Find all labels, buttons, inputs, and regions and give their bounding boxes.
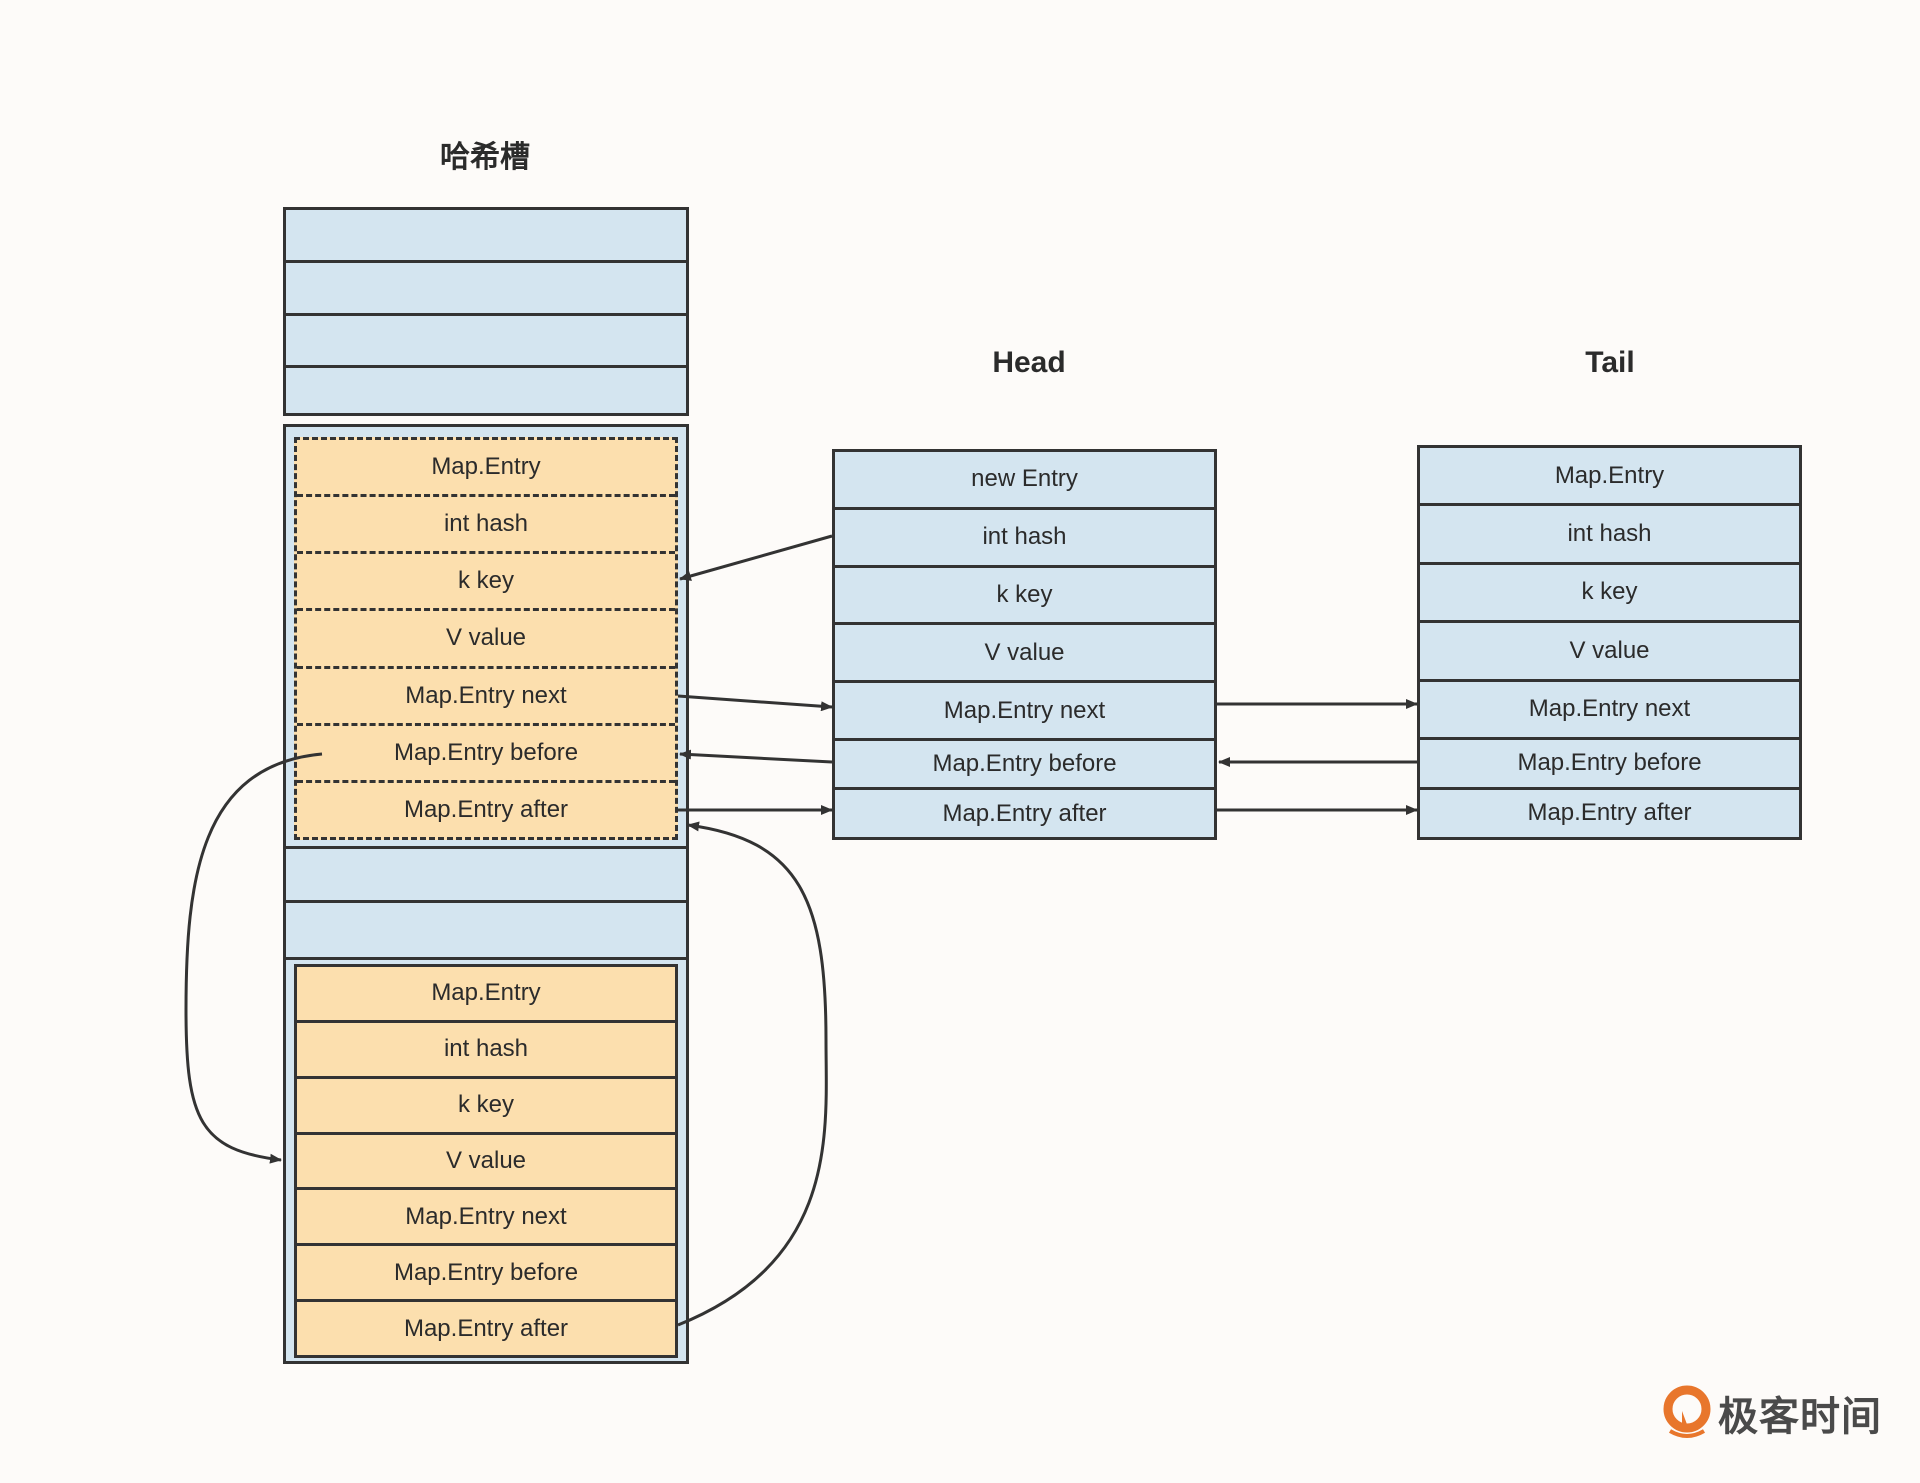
logo-text: 极客时间 <box>1718 1395 1882 1439</box>
entry-field: Map.Entry after <box>297 1299 675 1355</box>
geektime-logo: 极客时间 <box>1662 1385 1882 1441</box>
head-title: Head <box>992 346 1066 379</box>
hash-slot <box>283 846 689 903</box>
entry-field: Map.Entry next <box>297 665 675 723</box>
entry-field: V value <box>297 1131 675 1188</box>
node-field: Map.Entry before <box>835 737 1214 788</box>
node-field: V value <box>1420 620 1799 678</box>
entry-field: Map.Entry <box>431 979 541 1007</box>
node-field: k key <box>835 564 1214 623</box>
node-field: Map.Entry next <box>835 680 1214 738</box>
tail-node: Map.Entry int hash k key V value Map.Ent… <box>1417 445 1802 840</box>
entry-field: int hash <box>297 494 675 551</box>
entry-field: k key <box>297 551 675 608</box>
entry-field: Map.Entry after <box>297 779 675 837</box>
hash-slot-entry-2: Map.Entry int hash k key V value Map.Ent… <box>294 964 678 1358</box>
hash-slot <box>283 313 689 368</box>
arrow-entry-next-to-head-next <box>677 694 833 712</box>
geektime-logo-icon <box>1663 1385 1711 1438</box>
hash-slot <box>283 900 689 960</box>
entry-field: k key <box>297 1075 675 1132</box>
node-field: Map.Entry next <box>1420 678 1799 737</box>
entry-field: Map.Entry <box>431 453 541 481</box>
node-field: int hash <box>1420 503 1799 561</box>
entry-field: Map.Entry before <box>297 1243 675 1299</box>
hash-slot <box>283 207 689 263</box>
node-field: new Entry <box>971 465 1078 493</box>
tail-title: Tail <box>1585 346 1635 379</box>
hash-slot <box>283 260 689 316</box>
arrow-head-hash-to-entry-key <box>679 534 833 581</box>
arrow-entry2-after-to-entry1-after <box>677 821 828 1327</box>
entry-field: Map.Entry before <box>297 722 675 780</box>
head-node: new Entry int hash k key V value Map.Ent… <box>832 449 1217 840</box>
hash-slot <box>283 365 689 416</box>
node-field: int hash <box>835 506 1214 565</box>
node-field: Map.Entry after <box>1420 786 1799 837</box>
node-field: V value <box>835 622 1214 680</box>
entry-field: V value <box>297 608 675 665</box>
entry-field: Map.Entry next <box>297 1187 675 1243</box>
hash-slots-title: 哈希槽 <box>440 141 530 174</box>
node-field: Map.Entry before <box>1420 736 1799 787</box>
node-field: Map.Entry after <box>835 787 1214 837</box>
node-field: k key <box>1420 561 1799 620</box>
hash-slot-entry-1: Map.Entry int hash k key V value Map.Ent… <box>294 437 678 840</box>
arrow-head-before-to-entry-before <box>679 749 833 764</box>
node-field: Map.Entry <box>1554 461 1665 489</box>
entry-field: int hash <box>297 1019 675 1076</box>
